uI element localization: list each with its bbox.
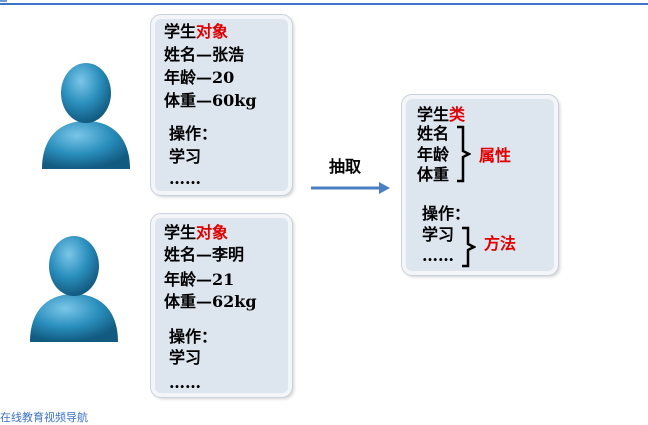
- title-prefix: 学生: [164, 22, 197, 41]
- op-study: 学习: [422, 225, 455, 244]
- attr-name: 姓名: [417, 124, 450, 143]
- methods-brace: [462, 226, 476, 268]
- title-suffix: 类: [449, 105, 466, 124]
- attr-weight: 体重—62kg: [164, 292, 257, 311]
- attr-age: 年龄: [417, 145, 450, 164]
- card-title: 学生对象: [164, 224, 228, 242]
- attr-weight: 体重—60kg: [164, 91, 257, 110]
- object-card-liming: 学生对象 姓名—李明 年龄—21 体重—62kg 操作： 学习 ……: [150, 213, 293, 398]
- ellipsis: ……: [422, 246, 454, 265]
- ops-label: 操作：: [169, 327, 218, 346]
- attr-age: 年龄—21: [164, 270, 235, 289]
- arrow-label: 抽取: [329, 157, 362, 176]
- op-study: 学习: [169, 147, 202, 166]
- attr-age: 年龄—20: [164, 68, 235, 87]
- ops-label: 操作：: [422, 204, 471, 223]
- attr-name: 姓名—李明: [164, 245, 245, 264]
- class-card-student: 学生类 姓名 年龄 体重 属性 操作： 学习 …… 方法: [401, 94, 559, 276]
- card-title: 学生对象: [164, 23, 228, 41]
- ellipsis: ……: [169, 373, 201, 392]
- attr-name: 姓名—张浩: [164, 45, 245, 64]
- attributes-brace: [457, 125, 471, 183]
- title-suffix: 对象: [196, 223, 229, 242]
- header-divider: [0, 3, 648, 5]
- methods-label: 方法: [484, 234, 517, 253]
- footer-link[interactable]: 在线教育视频导航: [0, 411, 88, 424]
- header-accent-stub: [0, 0, 7, 2]
- person-icon: [30, 236, 118, 342]
- title-suffix: 对象: [196, 22, 229, 41]
- arrow-right-icon: [311, 182, 390, 194]
- title-prefix: 学生: [164, 223, 197, 242]
- attr-weight: 体重: [417, 165, 450, 184]
- ops-label: 操作：: [169, 124, 218, 143]
- attributes-label: 属性: [479, 146, 512, 165]
- title-prefix: 学生: [417, 105, 450, 124]
- object-card-zhanghao: 学生对象 姓名—张浩 年龄—20 体重—60kg 操作： 学习 ……: [150, 14, 293, 196]
- person-icon: [42, 63, 130, 169]
- ellipsis: ……: [169, 169, 201, 188]
- card-title: 学生类: [417, 106, 465, 124]
- op-study: 学习: [169, 348, 202, 367]
